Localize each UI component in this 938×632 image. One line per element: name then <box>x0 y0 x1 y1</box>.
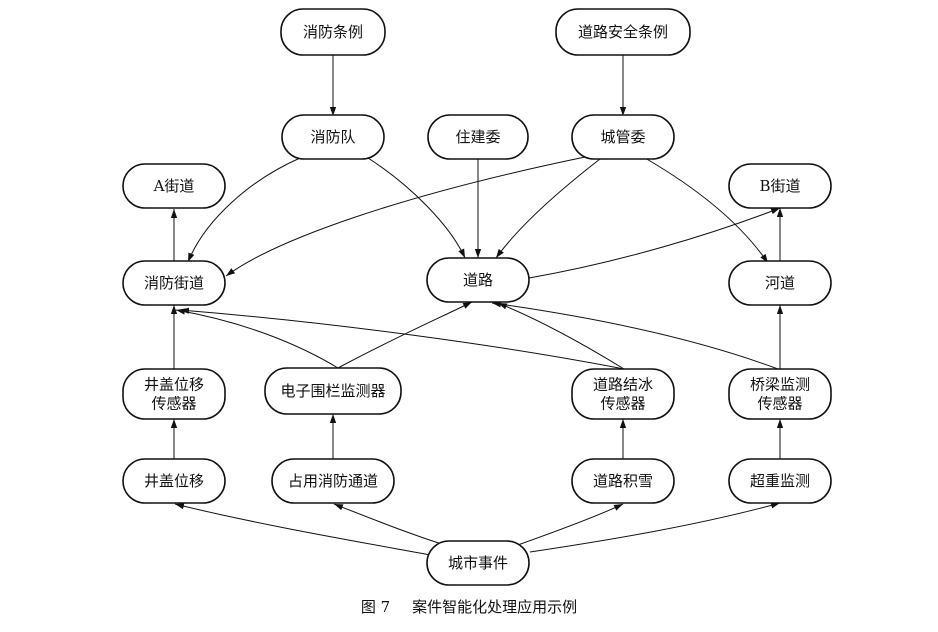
edge-arrow-16 <box>497 302 625 370</box>
node-fence-monitor: 电子围栏监测器 <box>264 367 402 415</box>
edge-arrow-6 <box>187 157 301 263</box>
node-label: B街道 <box>759 177 800 195</box>
node-label: A街道 <box>153 177 195 195</box>
node-road-safety-regulation: 道路安全条例 <box>555 8 691 56</box>
edge-arrow-23 <box>174 503 437 557</box>
node-box <box>571 114 675 160</box>
node-box <box>571 368 675 420</box>
node-label: 河道 <box>765 274 795 292</box>
edge-arrow-18 <box>491 301 779 370</box>
node-label: 住建委 <box>455 128 500 146</box>
node-label: 传感器 <box>151 395 196 413</box>
node-fire-brigade: 消防队 <box>281 114 385 160</box>
node-box <box>728 368 832 420</box>
node-street-b: B街道 <box>728 163 832 209</box>
node-box <box>122 458 226 504</box>
edges <box>170 55 784 557</box>
edge-arrow-13 <box>337 301 473 369</box>
node-box <box>426 257 530 303</box>
node-label: 桥梁监测 <box>750 376 810 394</box>
node-label: 传感器 <box>600 395 645 413</box>
node-road: 道路 <box>426 257 530 303</box>
node-manhole-displacement: 井盖位移 <box>122 458 226 504</box>
edge-arrow-25 <box>514 503 624 547</box>
node-box <box>122 368 226 420</box>
node-label: 消防街道 <box>144 274 204 292</box>
node-label: 道路安全条例 <box>578 23 668 41</box>
node-label: 消防条例 <box>303 23 363 41</box>
node-box <box>122 163 226 209</box>
node-housing-committee: 住建委 <box>427 114 529 160</box>
node-label: 城市事件 <box>448 554 508 572</box>
edge-arrow-8 <box>225 155 591 277</box>
node-label: 消防队 <box>310 128 355 146</box>
node-box <box>264 367 402 415</box>
node-label: 道路结冰 <box>593 376 653 394</box>
node-fire-lane-blocked: 占用消防通道 <box>271 458 395 504</box>
node-road-snow: 道路积雪 <box>571 458 675 504</box>
node-box <box>281 114 385 160</box>
node-box <box>280 8 386 56</box>
edge-arrow-11 <box>528 207 781 279</box>
node-fire-regulation: 消防条例 <box>280 8 386 56</box>
node-overweight-monitor: 超重监测 <box>728 458 832 504</box>
node-fire-street: 消防街道 <box>122 260 226 306</box>
node-urban-management: 城管委 <box>571 114 675 160</box>
node-label: 传感器 <box>757 395 802 413</box>
node-box <box>271 458 395 504</box>
node-box <box>426 540 530 586</box>
node-box <box>571 458 675 504</box>
edge-arrow-9 <box>495 158 601 259</box>
node-street-a: A街道 <box>122 163 226 209</box>
edge-arrow-10 <box>644 157 769 264</box>
edge-arrow-24 <box>333 503 456 549</box>
node-label: 道路 <box>463 271 493 289</box>
node-box <box>728 163 832 209</box>
node-label: 占用消防通道 <box>288 472 378 490</box>
node-label: 井盖位移 <box>144 472 204 490</box>
edge-arrow-15 <box>179 307 625 370</box>
node-city-event: 城市事件 <box>426 540 530 586</box>
edge-arrow-7 <box>367 157 466 259</box>
node-box <box>728 458 832 504</box>
node-box <box>122 260 226 306</box>
edge-arrow-14 <box>175 308 339 369</box>
node-label: 超重监测 <box>750 472 810 490</box>
node-box <box>555 8 691 56</box>
edge-arrow-26 <box>529 502 781 553</box>
node-label: 道路积雪 <box>593 472 653 490</box>
figure-number: 图 7 <box>360 598 391 616</box>
figure-caption: 图 7 案件智能化处理应用示例 <box>0 596 938 617</box>
node-box <box>427 114 529 160</box>
figure-title: 案件智能化处理应用示例 <box>412 598 578 616</box>
node-label: 井盖位移 <box>144 376 204 394</box>
node-label: 电子围栏监测器 <box>280 382 385 400</box>
node-label: 城管委 <box>600 128 645 146</box>
node-box <box>728 260 832 306</box>
node-river: 河道 <box>728 260 832 306</box>
